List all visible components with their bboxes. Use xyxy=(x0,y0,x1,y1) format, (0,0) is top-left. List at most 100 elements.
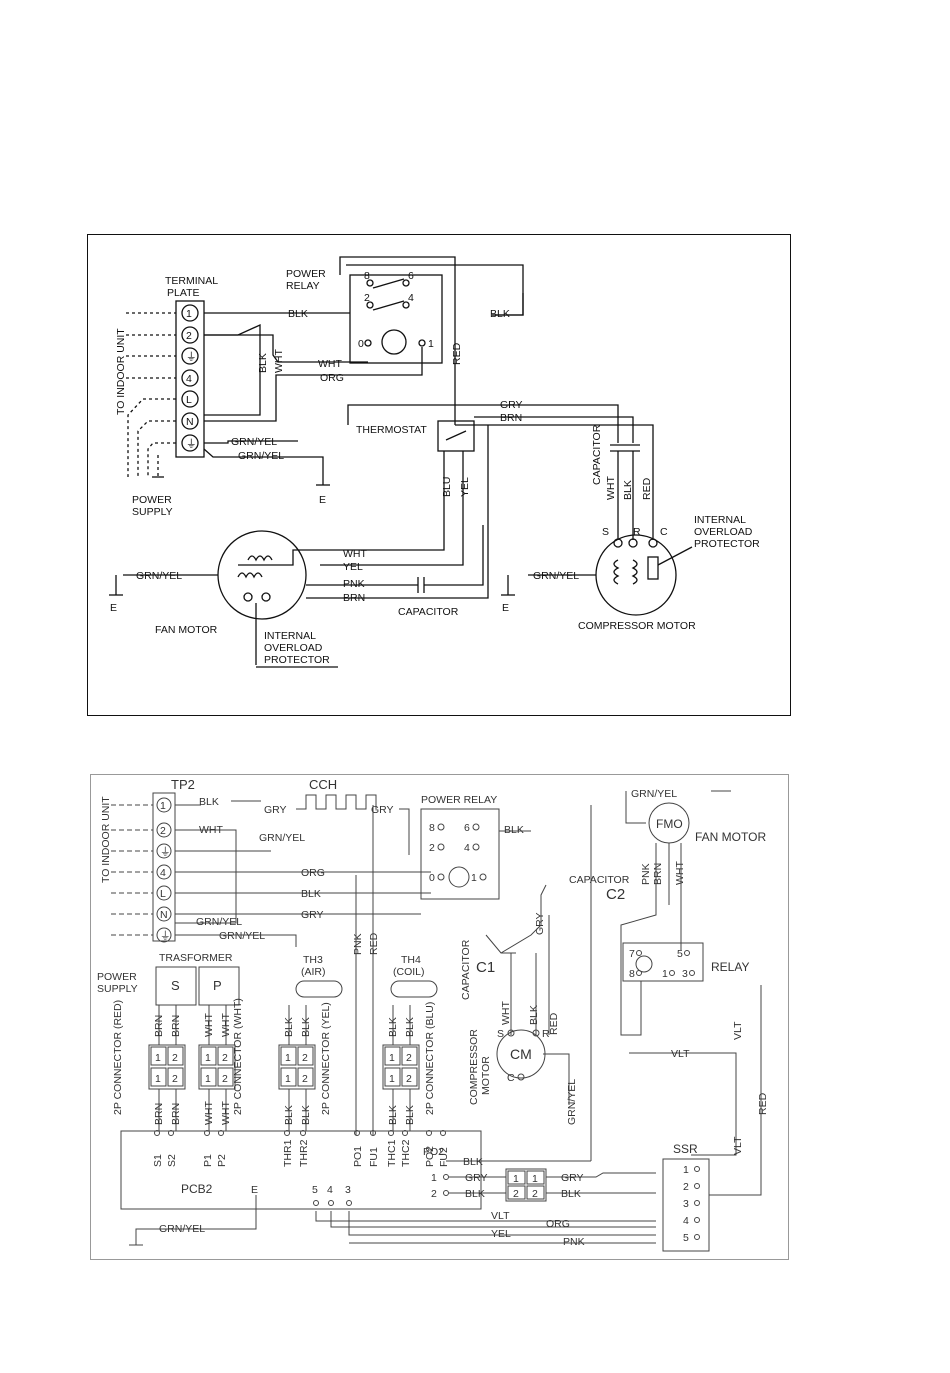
wire2-red-2: RED xyxy=(757,1092,769,1115)
connector-pin: 1 xyxy=(389,1073,395,1085)
th3-label-2: (AIR) xyxy=(301,966,326,978)
terminal-num-0: 1 xyxy=(186,308,192,320)
earth-label-3: E xyxy=(502,602,509,614)
wire-label-wht: WHT xyxy=(318,358,342,370)
comp-pin-C xyxy=(648,538,658,548)
connector-2p-3 xyxy=(382,1044,420,1090)
connector-wire-bottom: WHT xyxy=(220,1101,232,1125)
wire2-brn-fmo: BRN xyxy=(652,863,664,885)
comp-pin-S xyxy=(613,538,623,548)
indoor-unit-leads xyxy=(126,312,176,379)
pcb2-label: PCB2 xyxy=(181,1182,213,1196)
relay-contact-1 xyxy=(418,339,426,347)
wire-label-blk-comp: BLK xyxy=(622,480,634,500)
cm-pin-label-R: R xyxy=(542,1028,550,1040)
pcb-pin-P2 xyxy=(218,1130,224,1136)
wire2-gry-2: GRY xyxy=(371,804,394,816)
connector-wire-bottom: BRN xyxy=(170,1103,182,1125)
fan-wire-brn: BRN xyxy=(343,592,365,604)
compressor-motor-label: COMPRESSOR MOTOR xyxy=(578,620,696,632)
connector-pin: 1 xyxy=(285,1052,291,1064)
connector-wire-bottom: WHT xyxy=(203,1101,215,1125)
terminal-6 xyxy=(181,434,199,452)
relay-contact-label-6: 6 xyxy=(408,270,414,282)
wire-label-wht-comp: WHT xyxy=(605,476,617,500)
tp2-terminal-num-4: L xyxy=(160,888,166,900)
relay2-contact-label-1: 1 xyxy=(471,872,477,884)
pcb-pin-label-PO1: PO1 xyxy=(352,1146,364,1167)
pcb-pin-THR1 xyxy=(284,1130,290,1136)
connector-wire-top: BRN xyxy=(170,1015,182,1037)
connector-pin: 2 xyxy=(222,1052,228,1064)
connector-pin: 1 xyxy=(205,1052,211,1064)
tp2-leads xyxy=(111,804,153,936)
connector-pin: 2 xyxy=(172,1073,178,1085)
connector-wire-bottom: BLK xyxy=(387,1105,399,1125)
pcb-bottom-pin-5 xyxy=(313,1200,319,1206)
terminal-plate-label-2: PLATE xyxy=(167,287,199,299)
wiring-diagram-bottom-svg: TP2 12⏚4LN⏚ TO INDOOR UNIT POWER SUPPLY … xyxy=(97,777,769,1252)
fan-overload-label-2: OVERLOAD xyxy=(264,642,323,654)
conn-wht-label: 2P CONNECTOR (WHT) xyxy=(232,998,244,1115)
relay-contact-4 xyxy=(402,301,410,309)
terminal-4 xyxy=(181,390,199,408)
terminal-num-1: 2 xyxy=(186,330,192,342)
tp2-terminal-3 xyxy=(156,864,172,880)
wire2-wht: WHT xyxy=(199,824,223,836)
terminal-num-5: N xyxy=(186,416,194,428)
ssr-box xyxy=(662,1158,710,1252)
pcb-pin-THR2 xyxy=(300,1130,306,1136)
wiring-diagram-top-svg: TERMINAL PLATE 12⏚4LN⏚ TO INDOOR UNIT PO… xyxy=(109,256,760,668)
relay-label: RELAY xyxy=(711,960,749,974)
terminal-5 xyxy=(181,412,199,430)
connector-wire-bottom: BLK xyxy=(300,1105,312,1125)
relay-contact-8 xyxy=(366,279,374,287)
connector-wire-top: BLK xyxy=(387,1017,399,1037)
pcb-pin-label-THR1: THR1 xyxy=(282,1139,294,1167)
connector-wire-top: BLK xyxy=(283,1017,295,1037)
po2-wire-blk-2: BLK xyxy=(465,1188,485,1200)
relay-coil xyxy=(381,329,407,355)
relay2-contact-label-6: 6 xyxy=(464,822,470,834)
wire2-org-pcb: ORG xyxy=(546,1218,570,1230)
connector-wire-top: BLK xyxy=(404,1017,416,1037)
pcb-bottom-label-4: 4 xyxy=(327,1184,333,1196)
pcb-pin-FU2 xyxy=(440,1130,446,1136)
wire2-gry-1: GRY xyxy=(264,804,287,816)
connector-pin: 1 xyxy=(285,1073,291,1085)
relay-pin-label-1: 1 xyxy=(662,968,668,980)
wire2-yel-pcb: YEL xyxy=(491,1228,511,1240)
pcb-pin-label-THC1: THC1 xyxy=(386,1139,398,1167)
wire2-grn-yel-pcb: GRN/YEL xyxy=(159,1223,205,1235)
wire2-blk-2: BLK xyxy=(301,888,321,900)
pcb-pin-FU1 xyxy=(370,1130,376,1136)
inline-connector-pin: 2 xyxy=(513,1188,519,1200)
fan-capacitor-label: CAPACITOR xyxy=(398,606,459,618)
wire-label-blk-right: BLK xyxy=(490,308,510,320)
transformer-p-box xyxy=(198,966,240,1006)
terminal-num-6: ⏚ xyxy=(186,438,197,450)
ssr-pin-label-1: 1 xyxy=(683,1164,689,1176)
relay2-contact-2 xyxy=(437,843,445,851)
wire-label-grn-yel-comp: GRN/YEL xyxy=(533,570,579,582)
fan-overload-label-1: INTERNAL xyxy=(264,630,316,642)
pcb-pin-PO2 xyxy=(426,1130,432,1136)
power-supply-label-1: POWER xyxy=(132,494,172,506)
connector-pin: 2 xyxy=(406,1073,412,1085)
pcb-bottom-pin-4 xyxy=(328,1200,334,1206)
fan-motor-symbol xyxy=(217,530,307,620)
wire-label-yel: YEL xyxy=(459,477,471,497)
ssr-pin-label-3: 3 xyxy=(683,1198,689,1210)
inline-connector-pin: 1 xyxy=(513,1173,519,1185)
th3-sensor xyxy=(295,980,343,998)
relay-pin-1 xyxy=(669,970,675,976)
pcb-pin-label-P1: P1 xyxy=(202,1154,214,1167)
transformer-label: TRASFORMER xyxy=(159,952,233,964)
cm-pin-C xyxy=(517,1073,525,1081)
comp-overload-label-1: INTERNAL xyxy=(694,514,746,526)
pcb-pin-P1 xyxy=(204,1130,210,1136)
connector-wire-bottom: BRN xyxy=(153,1103,165,1125)
wire2-grn-yel-cm: GRN/YEL xyxy=(566,1079,578,1125)
conn-blu-label: 2P CONNECTOR (BLU) xyxy=(424,1002,436,1115)
